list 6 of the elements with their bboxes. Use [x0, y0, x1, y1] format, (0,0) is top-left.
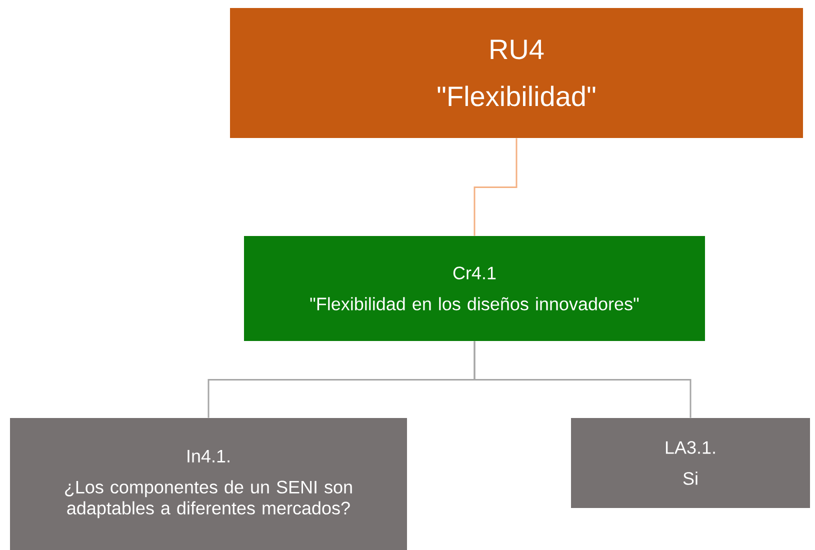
- connector-line: [474, 341, 692, 418]
- answer-box: LA3.1. Si: [571, 418, 810, 508]
- title-box: RU4 "Flexibilidad": [230, 8, 803, 138]
- criterion-box: Cr4.1 "Flexibilidad en los diseños innovadores": [244, 236, 705, 341]
- connector-line: [474, 138, 518, 236]
- indicator-box: In4.1. ¿Los componentes de un SENI son adaptables a diferentes mercados?: [10, 418, 407, 550]
